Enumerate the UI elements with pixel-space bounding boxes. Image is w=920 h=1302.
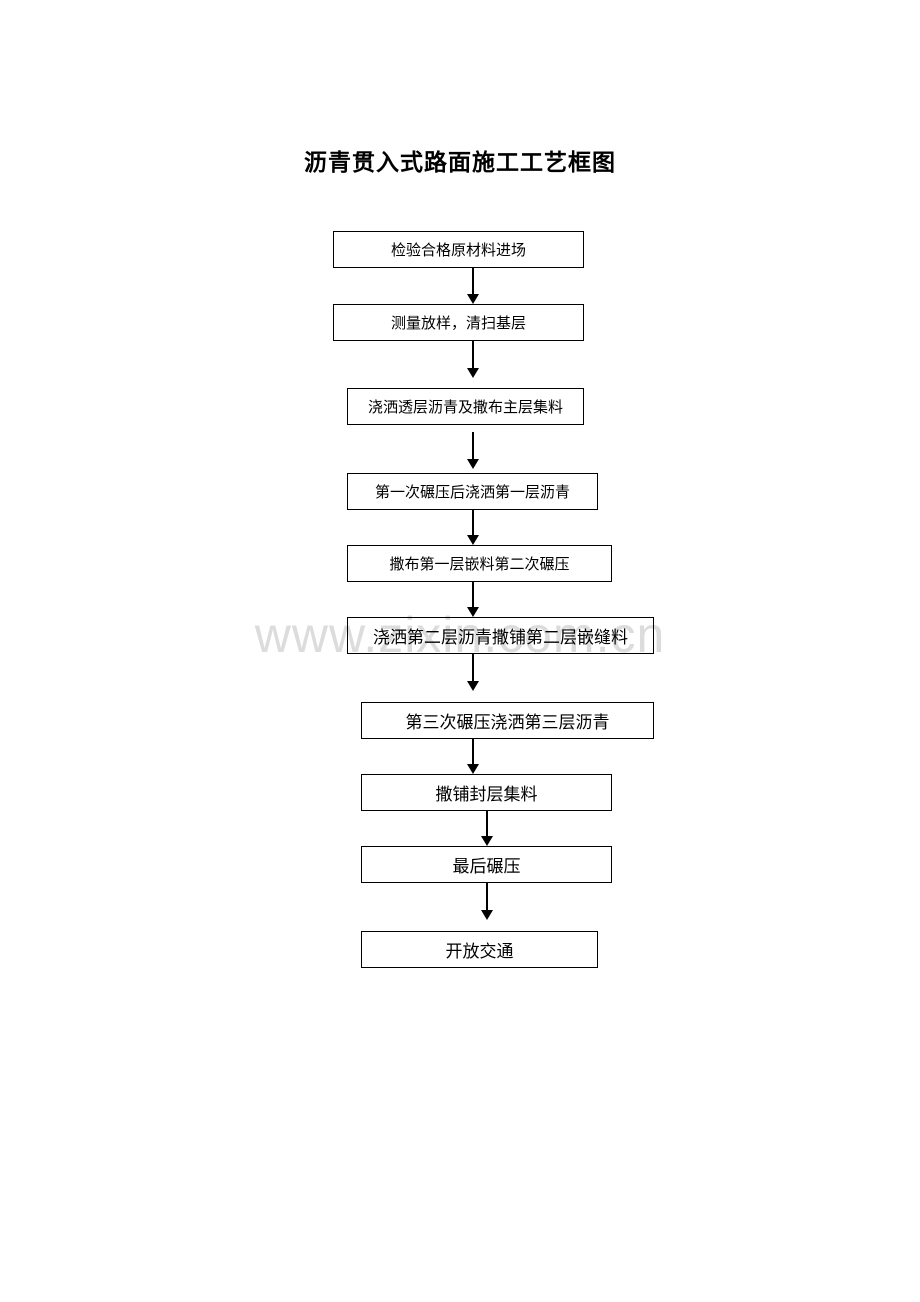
step-6-box: 浇洒第二层沥青撒铺第二层嵌缝料 xyxy=(347,617,654,654)
arrow-1 xyxy=(467,268,479,304)
step-3-box: 浇洒透层沥青及撒布主层集料 xyxy=(347,388,584,425)
step-2-box: 测量放样，清扫基层 xyxy=(333,304,584,341)
step-9-box: 最后碾压 xyxy=(361,846,612,883)
step-10-box: 开放交通 xyxy=(361,931,598,968)
step-8-box: 撒铺封层集料 xyxy=(361,774,612,811)
step-1-box: 检验合格原材料进场 xyxy=(333,231,584,268)
arrow-3 xyxy=(467,432,479,469)
step-5-box: 撒布第一层嵌料第二次碾压 xyxy=(347,545,612,582)
arrow-2 xyxy=(467,341,479,378)
arrow-4 xyxy=(467,510,479,545)
page-title: 沥青贯入式路面施工工艺框图 xyxy=(304,149,616,176)
arrow-5 xyxy=(467,582,479,617)
arrow-9 xyxy=(481,883,493,920)
arrow-8 xyxy=(481,811,493,846)
step-7-box: 第三次碾压浇洒第三层沥青 xyxy=(361,702,654,739)
step-4-box: 第一次碾压后浇洒第一层沥青 xyxy=(347,473,598,510)
arrow-6 xyxy=(467,654,479,691)
arrow-7 xyxy=(467,739,479,774)
